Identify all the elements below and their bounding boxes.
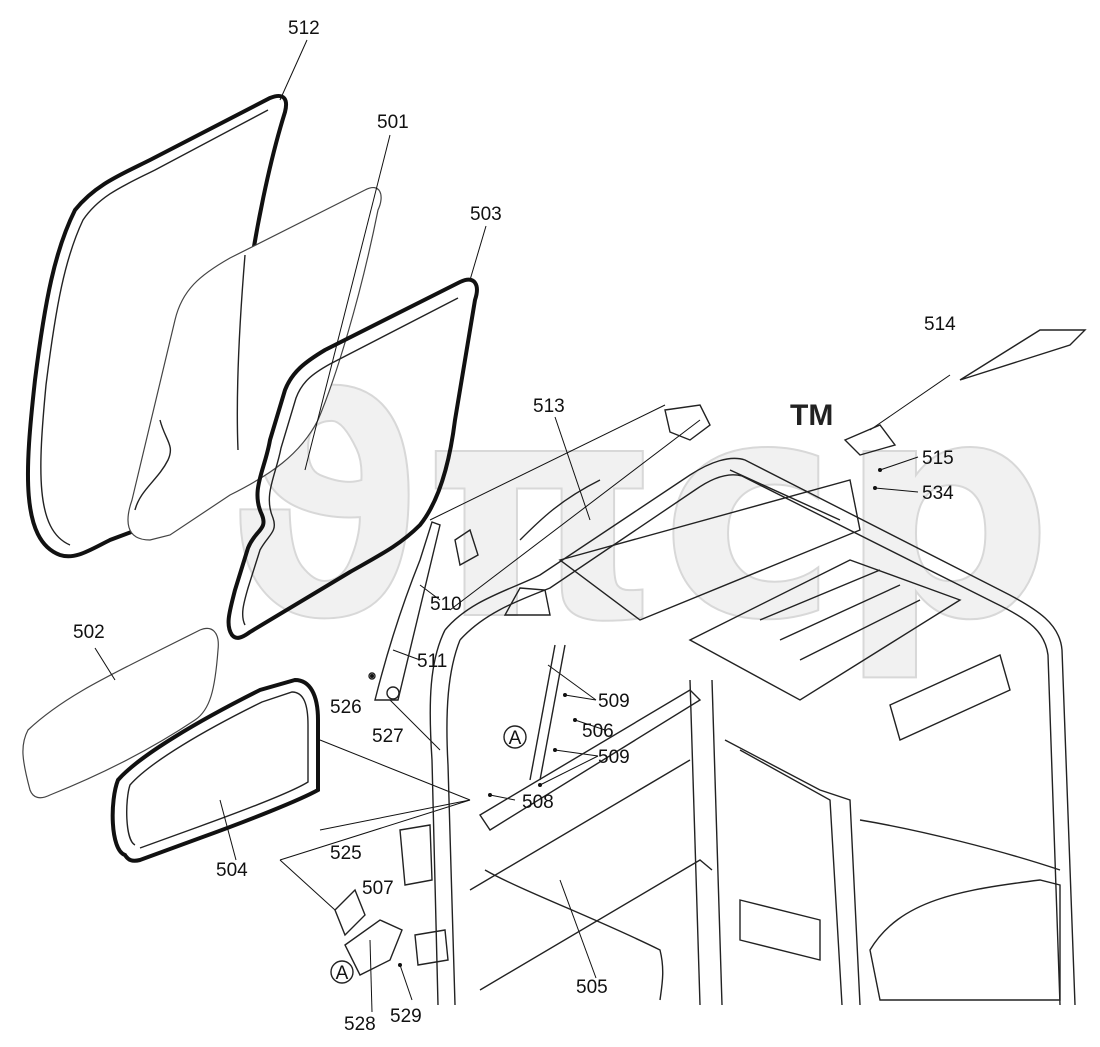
callout-numbers: 512 501 503 514 513 515 534 510 502 511 … [73,18,956,1035]
leader-lines [94,39,951,1013]
callout-508: 508 [522,792,554,813]
seal-512-inner [40,109,269,546]
detail-a-label-lock: A [336,963,349,984]
callout-502: 502 [73,622,105,643]
detail-a-marker-lock [330,960,354,984]
bracket-510 [454,528,479,567]
callout-525: 525 [330,843,362,864]
strut-511 [374,521,441,701]
bolt-526 [368,672,376,680]
seal-504-inner [126,691,309,849]
callout-509-lower: 509 [598,747,630,768]
callout-501: 501 [377,112,409,133]
callout-507: 507 [362,878,394,899]
callout-505: 505 [576,977,608,998]
callout-504: 504 [216,860,248,881]
callout-509-upper: 509 [598,691,630,712]
detail-a-marker-cab [503,725,527,749]
small-parts [334,329,1087,976]
lock-528 [344,919,403,976]
cab-frame [399,457,1076,1006]
glass-501-edge [236,254,246,451]
fastener-dots [370,468,882,967]
callout-515: 515 [922,448,954,469]
callout-527: 527 [372,726,404,747]
watermark-tm: TM [790,399,833,432]
seal-504 [110,677,320,863]
latch-525 [334,888,366,937]
bushing-527 [386,686,400,700]
glass-501-notch [134,419,172,511]
callout-534: 534 [922,483,954,504]
cover-515 [843,424,897,456]
callout-529: 529 [390,1006,422,1027]
glass-502 [22,627,219,799]
callout-511: 511 [417,651,447,672]
seal-503-inner [241,297,459,626]
callout-503: 503 [470,204,502,225]
bracket-513 [664,404,711,441]
callout-526: 526 [330,697,362,718]
callout-506: 506 [582,721,614,742]
callout-514: 514 [924,314,956,335]
detail-a-label-cab: A [509,728,522,749]
rail-514 [959,329,1087,381]
glass-501 [127,187,382,541]
seal-503 [226,277,479,640]
watermark-logo: ϑπcp [225,337,1053,686]
rod-506 [529,644,556,781]
callout-510: 510 [430,594,462,615]
callout-512: 512 [288,18,320,39]
callout-528: 528 [344,1014,376,1035]
callout-513: 513 [533,396,565,417]
